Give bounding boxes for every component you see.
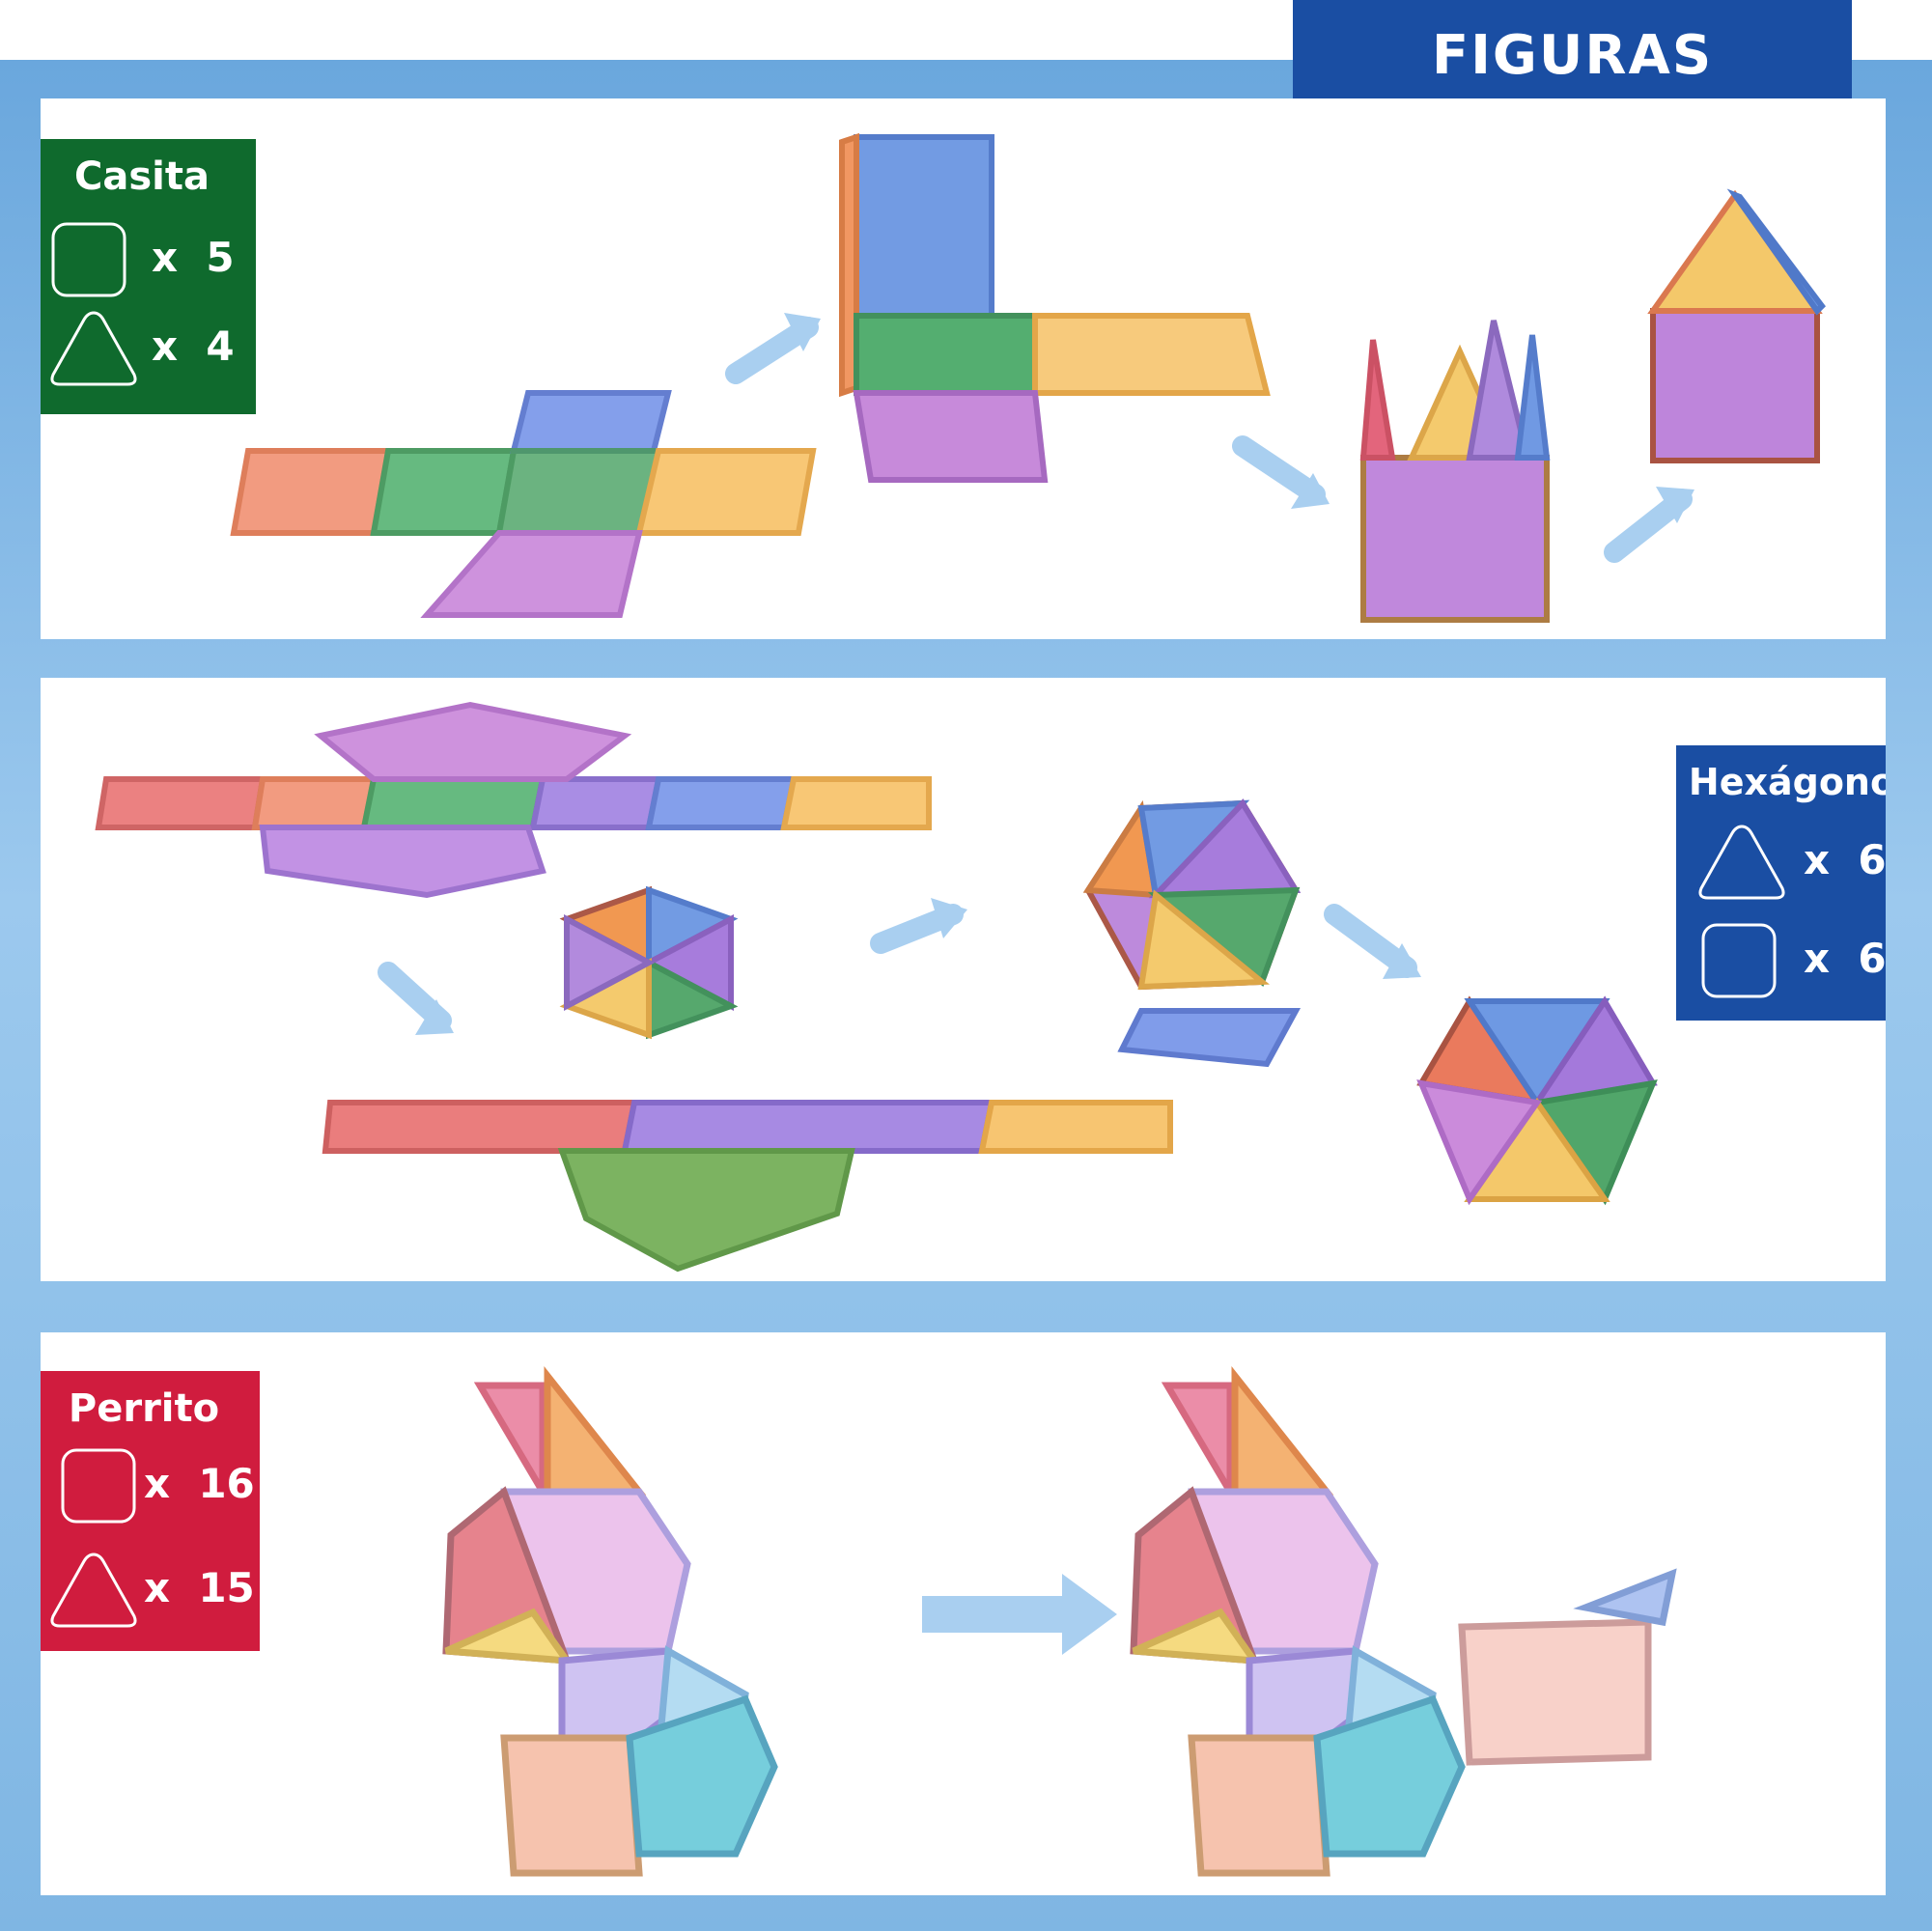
casita-stage-1	[839, 132, 1271, 483]
triangle-piece-icon	[1698, 825, 1785, 900]
legend-row-square: x 5	[41, 216, 256, 303]
hexagono-flat	[322, 885, 1173, 1273]
hexagono-stage-2	[1082, 798, 1302, 1068]
page-title-box: FIGURAS	[1293, 0, 1852, 110]
arrow-right-icon	[922, 1574, 1117, 1655]
legend-title: Perrito	[68, 1386, 220, 1431]
casita-net	[230, 390, 817, 618]
panel-perrito: Perrito x 16 x 15	[41, 1332, 1886, 1895]
legend-count: x 6	[1804, 935, 1886, 982]
casita-finished	[1647, 188, 1826, 463]
perrito-stage-2	[1130, 1365, 1677, 1877]
legend-count: x 15	[144, 1564, 255, 1611]
page-title: FIGURAS	[1431, 23, 1714, 87]
panel-casita: Casita x 5 x 4	[41, 98, 1886, 639]
perrito-stage-1	[442, 1365, 778, 1877]
triangle-piece-icon	[50, 1553, 137, 1628]
arrow-right-up-icon	[725, 313, 821, 384]
perrito-illustration	[442, 1365, 1677, 1877]
arrow-right-up-icon	[870, 898, 967, 954]
hexagono-finished	[1416, 995, 1658, 1206]
arrow-right-up-icon	[1604, 487, 1694, 563]
legend-perrito: Perrito x 16 x 15	[41, 1371, 260, 1651]
legend-count: x 16	[144, 1460, 255, 1507]
legend-row-triangle: x 15	[41, 1547, 260, 1634]
legend-hexagono: Hexágono x 6 x 6	[1676, 745, 1886, 1021]
legend-casita: Casita x 5 x 4	[41, 139, 256, 414]
square-piece-icon	[61, 1448, 136, 1524]
triangle-piece-icon	[50, 311, 137, 386]
square-piece-icon	[51, 222, 126, 297]
legend-count: x 5	[152, 234, 235, 281]
legend-row-square: x 6	[1676, 917, 1886, 1004]
hexagono-illustration	[95, 701, 1658, 1273]
square-piece-icon	[1701, 923, 1777, 998]
arrow-right-down-icon	[378, 962, 454, 1035]
legend-title: Hexágono	[1688, 761, 1886, 803]
legend-row-triangle: x 6	[1676, 819, 1886, 906]
legend-count: x 4	[152, 322, 235, 370]
legend-row-triangle: x 4	[41, 305, 256, 392]
legend-row-square: x 16	[41, 1442, 260, 1529]
legend-count: x 6	[1804, 836, 1886, 883]
hexagono-net-top	[95, 701, 932, 899]
casita-illustration	[230, 132, 1826, 623]
arrow-right-down-icon	[1324, 904, 1421, 979]
casita-stage-2	[1359, 320, 1551, 623]
arrow-right-down-icon	[1232, 435, 1330, 509]
panel-hexagono: Hexágono x 6 x 6	[41, 678, 1886, 1281]
legend-title: Casita	[74, 154, 210, 199]
